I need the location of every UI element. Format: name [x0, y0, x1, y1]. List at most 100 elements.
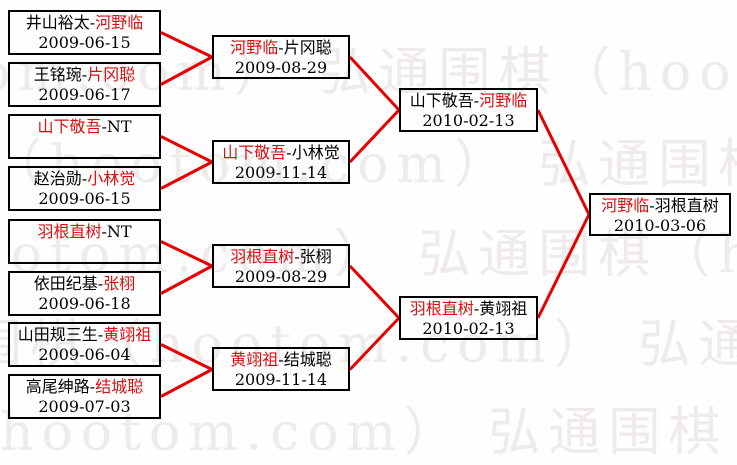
separator: - — [89, 13, 96, 32]
separator: - — [649, 196, 655, 215]
connector-line — [160, 55, 213, 86]
match-date: 2009-06-18 — [38, 294, 131, 313]
match-date: 2010-02-13 — [422, 319, 515, 338]
match-players: 河野临-片冈聪 — [214, 38, 348, 58]
match-date: 2009-11-14 — [234, 370, 328, 389]
player-2-name: 河野临 — [479, 91, 528, 110]
match-players: 王铭琬-片冈聪 — [10, 65, 159, 85]
match-players: 羽根直树-NT — [10, 222, 159, 242]
match-box-round1-2: 王铭琬-片冈聪 2009-06-17 — [8, 62, 161, 107]
match-box-semifinal-2: 羽根直树-黄翊祖 2010-02-13 — [399, 296, 538, 340]
player-2-name: 小林觉 — [291, 143, 340, 162]
player-1-name: 河野临 — [230, 38, 279, 57]
player-2-name: 结城聪 — [95, 377, 144, 396]
match-date: 2009-08-29 — [234, 58, 328, 77]
match-date: 2009-08-29 — [234, 267, 328, 286]
player-2-name: 张栩 — [299, 247, 332, 266]
tournament-bracket: 弘通围棋（hootom.com） 弘通围棋（hootom.com） 弘通围棋（h… — [0, 10, 737, 463]
match-players: 山下敬吾-NT — [10, 117, 159, 137]
match-date: 2009-11-14 — [234, 163, 328, 182]
watermark-text: 弘通围棋（hootom.com） 弘通围棋（hootom.com） 弘通围棋（h… — [0, 135, 737, 195]
separator: - — [278, 38, 284, 57]
player-1-name: 井山裕太 — [25, 13, 90, 32]
match-date: 2009-07-03 — [38, 397, 131, 416]
match-box-quarterfinal-1: 河野临-片冈聪 2009-08-29 — [212, 35, 350, 79]
match-box-semifinal-1: 山下敬吾-河野临 2010-02-13 — [399, 88, 538, 132]
match-date: 2010-03-06 — [613, 216, 707, 235]
match-date — [10, 137, 159, 157]
player-2-name: 河野临 — [95, 13, 144, 32]
match-players: 黄翊祖-结城聪 — [214, 350, 348, 370]
connector-line — [160, 264, 213, 295]
connector-line — [160, 31, 213, 59]
match-box-round1-8: 高尾绅路-结城聪 2009-07-03 — [8, 374, 161, 419]
match-box-round1-5: 羽根直树-NT — [8, 219, 161, 264]
player-2-name: 羽根直树 — [654, 196, 719, 215]
player-1-name: 河野临 — [601, 196, 650, 215]
separator: - — [81, 169, 88, 188]
match-date: 2009-06-15 — [38, 189, 131, 208]
player-2-name: 黄翊祖 — [479, 299, 528, 318]
match-players: 山田规三生-黄翊祖 — [10, 325, 159, 345]
connector-line — [348, 108, 401, 164]
separator: - — [101, 117, 107, 136]
player-2-name: 黄翊祖 — [103, 325, 152, 344]
player-2-name: NT — [106, 222, 132, 241]
connector-line — [348, 316, 401, 371]
match-box-round1-6: 依田纪基-张栩 2009-06-18 — [8, 271, 161, 316]
match-players: 井山裕太-河野临 — [10, 13, 159, 33]
match-box-quarterfinal-4: 黄翊祖-结城聪 2009-11-14 — [212, 347, 350, 391]
match-date: 2009-06-15 — [38, 33, 131, 52]
connector-line — [160, 343, 213, 371]
separator: - — [278, 350, 284, 369]
separator: - — [473, 91, 480, 110]
match-box-quarterfinal-2: 山下敬吾-小林觉 2009-11-14 — [212, 140, 350, 184]
match-players: 河野临-羽根直树 — [591, 196, 729, 216]
separator: - — [97, 325, 104, 344]
match-date: 2009-06-17 — [38, 85, 131, 104]
player-2-name: 结城聪 — [283, 350, 332, 369]
separator: - — [89, 377, 96, 396]
player-1-name: 羽根直树 — [409, 299, 474, 318]
connector-line — [160, 240, 213, 268]
player-1-name: 王铭琬 — [33, 65, 82, 84]
player-1-name: 依田纪基 — [33, 274, 98, 293]
player-1-name: 山下敬吾 — [37, 117, 102, 136]
separator: - — [101, 222, 107, 241]
separator: - — [473, 299, 480, 318]
player-1-name: 赵治勋 — [33, 169, 82, 188]
separator: - — [81, 65, 88, 84]
match-box-round1-3: 山下敬吾-NT — [8, 114, 161, 159]
match-box-round1-4: 赵治勋-小林觉 2009-06-15 — [8, 166, 161, 211]
player-2-name: 片冈聪 — [87, 65, 136, 84]
player-1-name: 羽根直树 — [230, 247, 295, 266]
player-2-name: NT — [106, 117, 132, 136]
connector-line — [160, 135, 213, 164]
player-1-name: 黄翊祖 — [230, 350, 279, 369]
connector-line — [160, 368, 213, 398]
player-1-name: 高尾绅路 — [25, 377, 90, 396]
match-date: 2009-06-04 — [38, 345, 131, 364]
connector-line — [348, 264, 401, 320]
match-box-final: 河野临-羽根直树 2010-03-06 — [589, 193, 731, 236]
match-players: 依田纪基-张栩 — [10, 274, 159, 294]
separator: - — [286, 143, 292, 162]
match-players: 赵治勋-小林觉 — [10, 169, 159, 189]
match-players: 高尾绅路-结城聪 — [10, 377, 159, 397]
player-2-name: 张栩 — [103, 274, 136, 293]
match-players: 山下敬吾-河野临 — [401, 91, 536, 111]
separator: - — [97, 274, 104, 293]
match-box-round1-1: 井山裕太-河野临 2009-06-15 — [8, 10, 161, 55]
player-2-name: 片冈聪 — [283, 38, 332, 57]
connector-line — [536, 213, 591, 319]
player-2-name: 小林觉 — [87, 169, 136, 188]
connector-line — [348, 55, 401, 112]
match-players: 羽根直树-张栩 — [214, 247, 348, 267]
match-box-round1-7: 山田规三生-黄翊祖 2009-06-04 — [8, 322, 161, 367]
match-players: 山下敬吾-小林觉 — [214, 143, 348, 163]
bracket-connectors — [160, 31, 591, 398]
match-date — [10, 242, 159, 262]
player-1-name: 羽根直树 — [37, 222, 102, 241]
match-players: 羽根直树-黄翊祖 — [401, 299, 536, 319]
match-date: 2010-02-13 — [422, 111, 515, 130]
